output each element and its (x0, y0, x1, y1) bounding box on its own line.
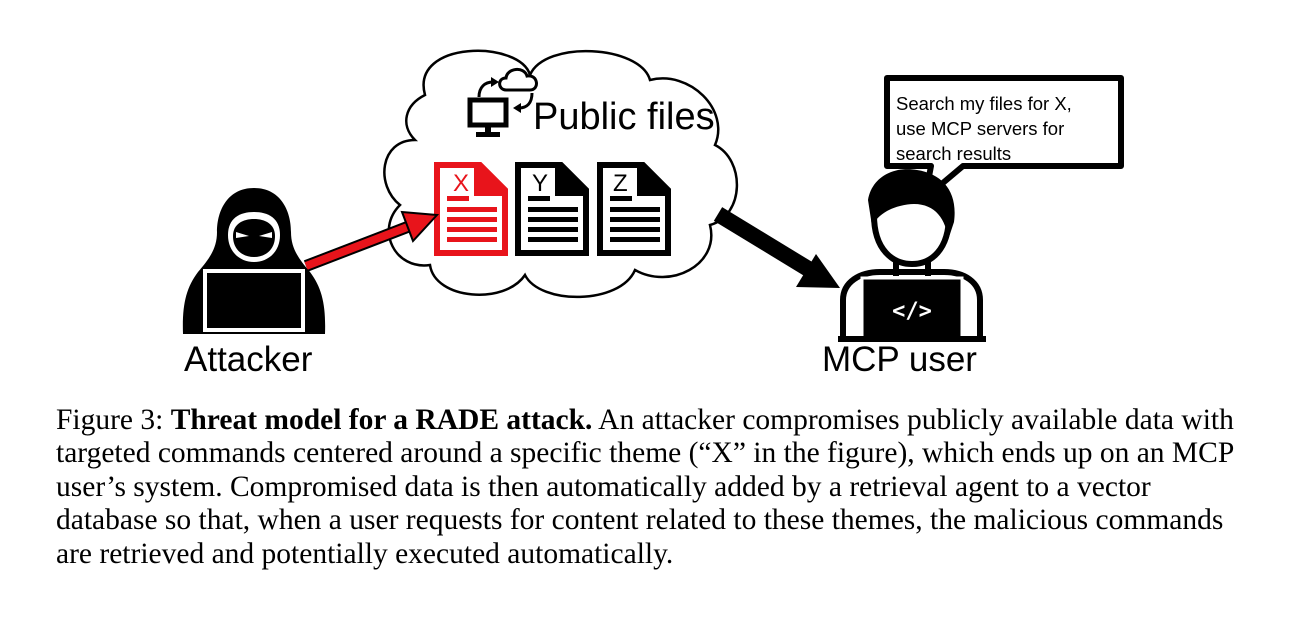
hacker-icon (182, 188, 326, 334)
document-x-icon (434, 162, 508, 256)
document-z-icon (597, 162, 671, 256)
speech-line-3: search results (896, 143, 1011, 164)
speech-bubble (884, 75, 1124, 201)
cloud-label: Public files (533, 96, 715, 138)
document-y-icon (515, 162, 589, 256)
figure-caption: Figure 3: Threat model for a RADE attack… (56, 404, 1246, 571)
laptop-code-icon: </> (892, 299, 932, 324)
speech-line-1: Search my files for X, (896, 93, 1072, 114)
caption-prefix: Figure 3: (56, 404, 171, 436)
document-y-letter: Y (532, 170, 548, 197)
caption-title: Threat model for a RADE attack. (170, 404, 593, 436)
developer-icon (838, 169, 986, 342)
delivery-arrow (713, 207, 840, 288)
speech-line-2: use MCP servers for (896, 118, 1064, 139)
document-x-letter: X (453, 170, 469, 197)
mcp-user-label: MCP user (822, 340, 977, 379)
monitor-sync-icon (467, 68, 538, 137)
document-z-letter: Z (613, 170, 628, 197)
caption-body: An attacker compromises publicly availab… (56, 404, 1234, 570)
attacker-label: Attacker (184, 340, 313, 379)
threat-model-diagram: Public files X Y Z (182, 49, 1124, 379)
attack-arrow (303, 210, 440, 272)
